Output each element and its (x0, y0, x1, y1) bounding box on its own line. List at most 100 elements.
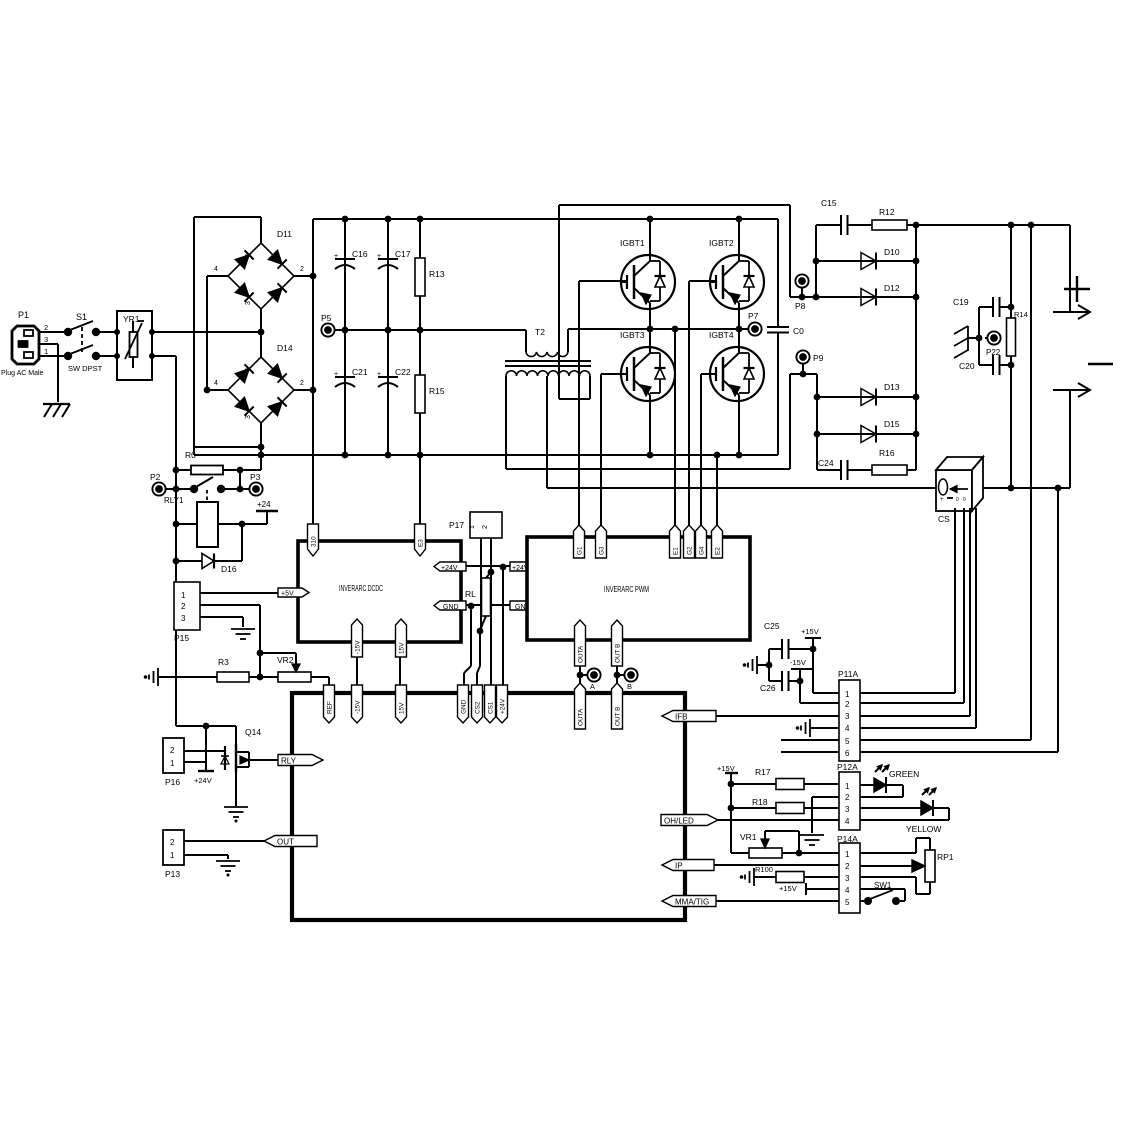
svg-text:3: 3 (845, 805, 850, 814)
svg-text:310: 310 (311, 536, 318, 547)
svg-text:1: 1 (469, 525, 476, 529)
svg-text:2: 2 (845, 700, 850, 709)
svg-text:INVERARC PWM: INVERARC PWM (604, 585, 649, 594)
svg-text:+: + (334, 371, 338, 378)
svg-text:R0: R0 (185, 450, 196, 460)
svg-text:1: 1 (845, 690, 850, 699)
svg-text:RLY: RLY (281, 756, 297, 765)
svg-text:IP: IP (675, 861, 683, 870)
svg-text:GND: GND (461, 699, 468, 714)
svg-text:RP1: RP1 (937, 852, 954, 862)
svg-text:P13: P13 (165, 869, 180, 879)
svg-text:2: 2 (482, 525, 489, 529)
svg-text:GND: GND (443, 604, 459, 611)
svg-text:3: 3 (845, 874, 850, 883)
svg-text:P8: P8 (795, 301, 806, 311)
svg-text:2: 2 (170, 746, 175, 755)
svg-text:+24V: +24V (512, 565, 529, 572)
svg-text:15V: 15V (399, 642, 406, 654)
svg-text:2: 2 (44, 323, 48, 332)
svg-text:+: + (377, 253, 381, 260)
svg-text:C21: C21 (352, 367, 368, 377)
svg-text:+24V: +24V (194, 776, 212, 785)
svg-text:R12: R12 (879, 207, 895, 217)
svg-text:1: 1 (44, 347, 48, 356)
svg-text:3: 3 (245, 415, 252, 419)
svg-text:R14: R14 (1014, 310, 1028, 319)
svg-text:1: 1 (170, 851, 175, 860)
svg-text:GREEN: GREEN (889, 769, 919, 779)
svg-text:IGBT4: IGBT4 (709, 330, 734, 340)
svg-text:B: B (627, 682, 632, 691)
svg-text:OUTA: OUTA (578, 645, 585, 663)
svg-text:IGBT1: IGBT1 (620, 238, 645, 248)
svg-text:1: 1 (245, 253, 252, 257)
svg-text:C16: C16 (352, 249, 368, 259)
svg-text:T2: T2 (535, 327, 545, 337)
svg-text:R16: R16 (879, 448, 895, 458)
svg-text:SW DPST: SW DPST (68, 364, 103, 373)
svg-text:-15V: -15V (355, 640, 362, 654)
svg-text:P12A: P12A (837, 762, 858, 772)
svg-text:C22: C22 (395, 367, 411, 377)
svg-text:C26: C26 (760, 683, 776, 693)
svg-text:YELLOW: YELLOW (906, 824, 941, 834)
svg-text:+: + (377, 371, 381, 378)
svg-text:CS2: CS2 (475, 701, 482, 714)
svg-text:OUT B: OUT B (615, 707, 622, 726)
svg-text:Q14: Q14 (245, 727, 261, 737)
svg-text:P11A: P11A (838, 669, 858, 679)
svg-text:IFB: IFB (675, 712, 687, 721)
svg-text:Plug AC Male: Plug AC Male (1, 370, 44, 377)
svg-text:+15V: +15V (801, 627, 819, 636)
svg-text:E1: E1 (673, 547, 680, 555)
svg-text:G1: G1 (577, 546, 584, 555)
svg-text:+24V: +24V (441, 565, 458, 572)
svg-text:4: 4 (214, 266, 218, 273)
svg-text:RL: RL (465, 589, 476, 599)
svg-text:+24: +24 (257, 500, 271, 509)
svg-text:P3: P3 (250, 472, 261, 482)
svg-text:3: 3 (845, 712, 850, 721)
svg-text:E2: E2 (715, 547, 722, 555)
svg-text:R13: R13 (429, 269, 445, 279)
svg-text:2: 2 (845, 793, 850, 802)
svg-text:4: 4 (845, 817, 850, 826)
svg-text:P7: P7 (748, 311, 759, 321)
svg-text:P14A: P14A (837, 834, 858, 844)
svg-text:1: 1 (181, 591, 186, 600)
svg-text:P2: P2 (150, 472, 161, 482)
svg-text:1: 1 (245, 367, 252, 371)
svg-text:D10: D10 (884, 247, 900, 257)
svg-text:2: 2 (845, 862, 850, 871)
svg-text:2: 2 (170, 838, 175, 847)
svg-text:P17: P17 (449, 520, 464, 530)
svg-text:1: 1 (845, 782, 850, 791)
svg-text:S1: S1 (76, 312, 87, 322)
svg-text:4: 4 (845, 724, 850, 733)
svg-text:CS1: CS1 (488, 701, 495, 714)
svg-text:INVERARC DCDC: INVERARC DCDC (339, 584, 383, 593)
svg-text:R18: R18 (752, 797, 768, 807)
svg-text:P1: P1 (18, 310, 29, 320)
svg-text:OUT B: OUT B (615, 644, 622, 663)
svg-text:P22: P22 (986, 348, 1001, 357)
svg-text:+: + (940, 497, 944, 503)
svg-text:-15V: -15V (355, 700, 362, 714)
svg-text:YR1: YR1 (123, 314, 140, 324)
svg-text:GN: GN (515, 604, 526, 611)
svg-text:C24: C24 (818, 458, 834, 468)
svg-text:C0: C0 (793, 326, 804, 336)
svg-text:3: 3 (245, 301, 252, 305)
svg-text:C19: C19 (953, 297, 969, 307)
svg-text:1: 1 (845, 850, 850, 859)
svg-text:6: 6 (845, 749, 850, 758)
svg-text:2: 2 (300, 380, 304, 387)
svg-text:C25: C25 (764, 621, 780, 631)
svg-text:C17: C17 (395, 249, 411, 259)
svg-text:P15: P15 (174, 633, 189, 643)
svg-text:+: + (334, 253, 338, 260)
svg-text:P16: P16 (165, 777, 180, 787)
svg-text:+5V: +5V (281, 591, 294, 598)
svg-text:R3: R3 (218, 657, 229, 667)
